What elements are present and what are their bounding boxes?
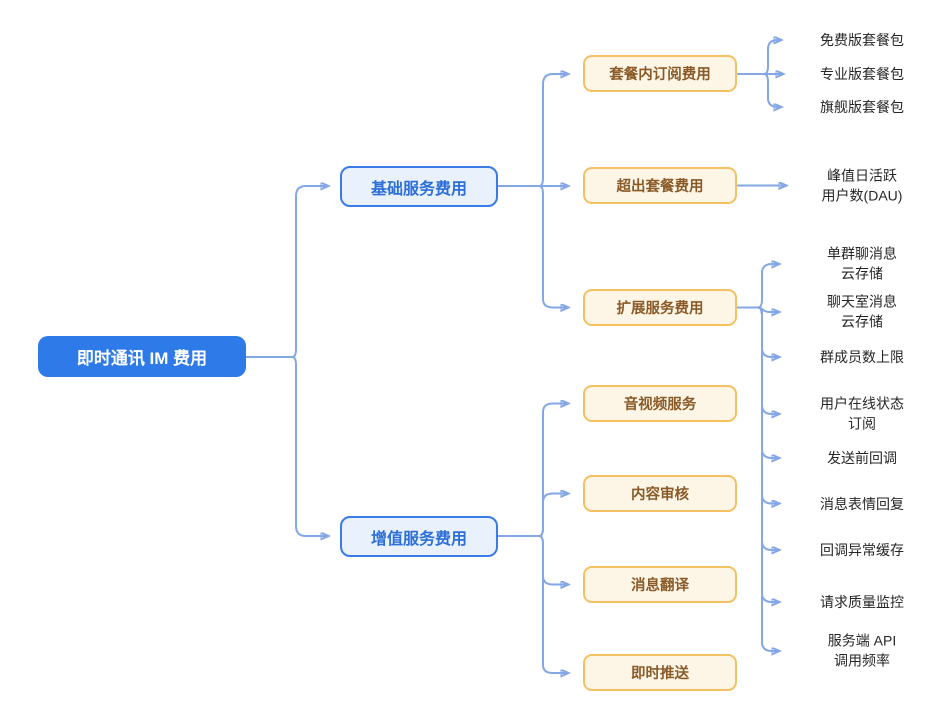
- connector-path: [291, 356, 328, 536]
- node-audio-video-service[interactable]: 音视频服务: [583, 385, 737, 422]
- connector-path: [538, 74, 568, 187]
- connector-path: [757, 306, 779, 652]
- leaf-group-message-cloud-storage[interactable]: 单群聊消息 云存储: [827, 245, 897, 282]
- node-message-translation[interactable]: 消息翻译: [583, 566, 737, 603]
- leaf-pro-plan-package[interactable]: 专业版套餐包: [820, 65, 904, 82]
- node-basic-service-fees[interactable]: 基础服务费用: [340, 166, 498, 207]
- connector-path: [538, 185, 568, 308]
- node-root-im-cost[interactable]: 即时通讯 IM 费用: [38, 336, 246, 377]
- leaf-flagship-plan-package[interactable]: 旗舰版套餐包: [820, 98, 904, 115]
- connector-path: [757, 264, 779, 309]
- connector-path: [763, 73, 781, 107]
- connector-path: [291, 186, 328, 358]
- leaf-group-member-limit[interactable]: 群成员数上限: [820, 348, 904, 365]
- node-in-plan-subscription-fee[interactable]: 套餐内订阅费用: [583, 55, 737, 92]
- connector-path: [538, 494, 568, 537]
- connector-path: [763, 40, 781, 75]
- connector-path: [538, 535, 568, 673]
- leaf-server-api-call-rate[interactable]: 服务端 API 调用频率: [827, 632, 897, 669]
- node-instant-push[interactable]: 即时推送: [583, 654, 737, 691]
- leaf-pre-send-callback[interactable]: 发送前回调: [827, 449, 897, 466]
- leaf-chatroom-message-cloud-storage[interactable]: 聊天室消息 云存储: [827, 293, 897, 330]
- leaf-peak-dau[interactable]: 峰值日活跃 用户数(DAU): [821, 167, 903, 204]
- node-content-moderation[interactable]: 内容审核: [583, 475, 737, 512]
- leaf-message-reaction[interactable]: 消息表情回复: [820, 495, 904, 512]
- leaf-callback-exception-cache[interactable]: 回调异常缓存: [820, 541, 904, 558]
- leaf-free-plan-package[interactable]: 免费版套餐包: [820, 31, 904, 48]
- leaf-presence-subscription[interactable]: 用户在线状态 订阅: [820, 395, 904, 432]
- node-extension-service-fee[interactable]: 扩展服务费用: [583, 289, 737, 326]
- node-overage-fee[interactable]: 超出套餐费用: [583, 167, 737, 204]
- node-value-added-service-fees[interactable]: 增值服务费用: [340, 516, 498, 557]
- leaf-request-quality-monitoring[interactable]: 请求质量监控: [820, 593, 904, 610]
